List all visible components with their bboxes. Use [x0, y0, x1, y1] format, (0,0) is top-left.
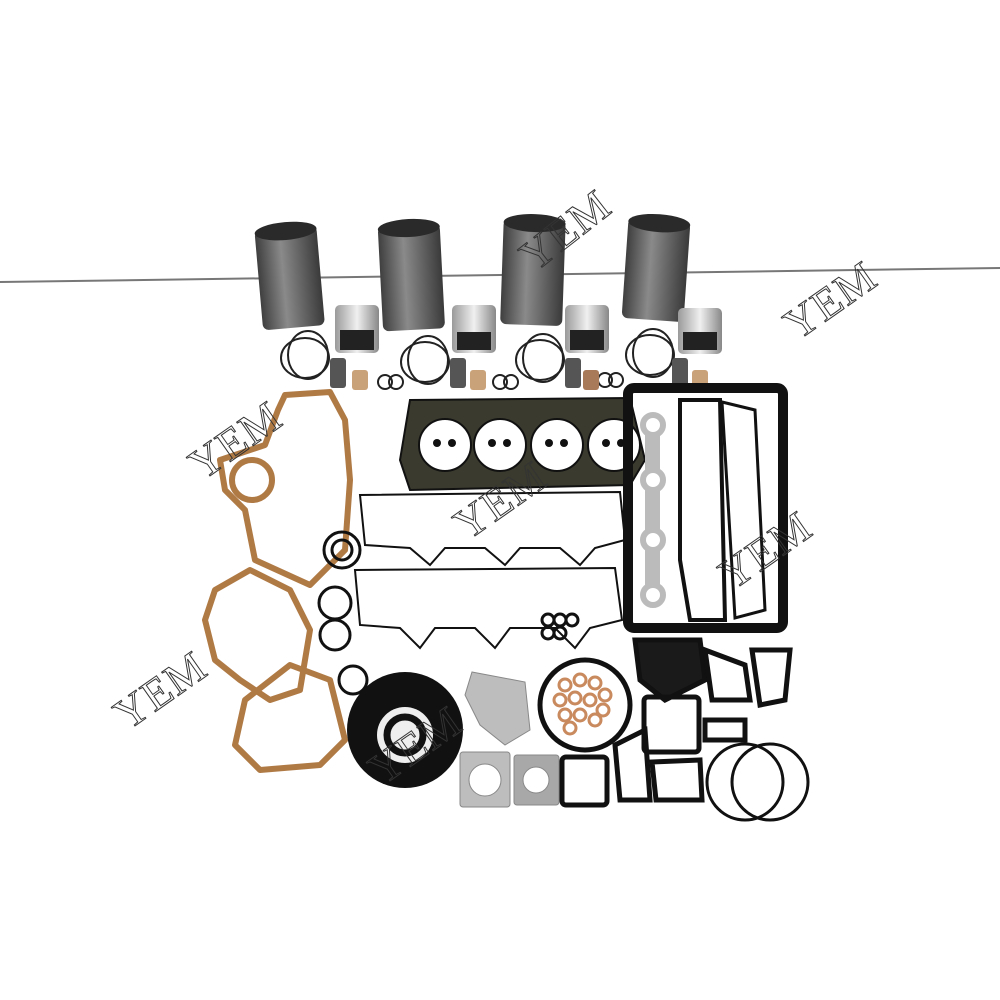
oil-pan-gasket — [623, 383, 788, 633]
misc-gaskets — [559, 637, 793, 808]
timing-cover-gaskets — [202, 389, 353, 773]
o-rings — [317, 530, 810, 822]
backdrop-edge — [0, 267, 1000, 283]
ring-sets — [280, 328, 675, 390]
cylinder-liners — [254, 213, 691, 332]
crankshaft-seal — [347, 672, 463, 788]
pistons — [335, 305, 722, 354]
water-pump-gasket — [537, 657, 633, 753]
metal-gaskets — [459, 671, 560, 808]
valve-cover-gaskets — [353, 490, 627, 650]
cylinder-head-gasket — [398, 396, 647, 492]
